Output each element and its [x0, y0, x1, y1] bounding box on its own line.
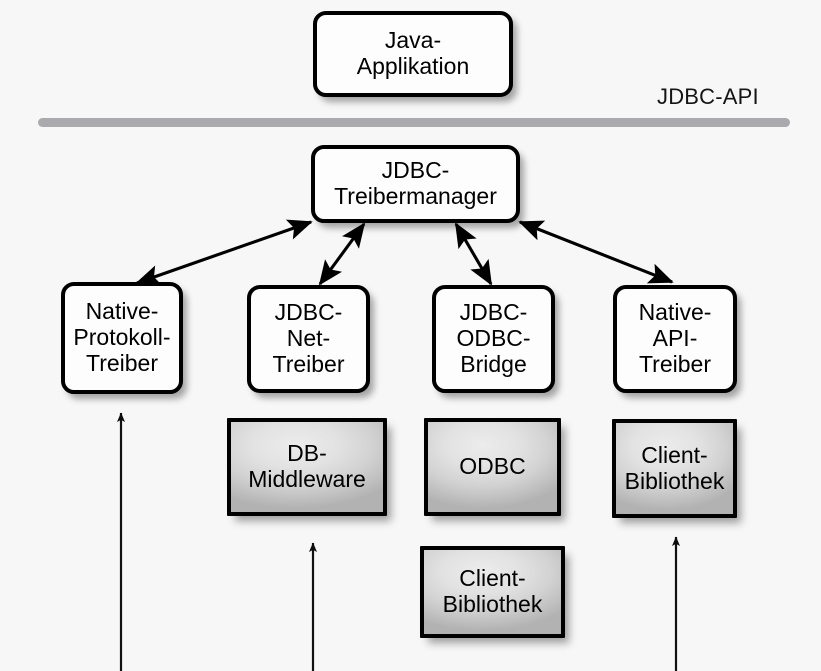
- node-odbc-label: ODBC: [459, 453, 526, 480]
- node-client-bibliothek-odbc-label: Client- Bibliothek: [442, 565, 543, 617]
- node-native-api-treiber[interactable]: Native- API- Treiber: [613, 285, 737, 393]
- node-client-bibliothek-native[interactable]: Client- Bibliothek: [612, 419, 737, 518]
- jdbc-api-label: JDBC-API: [657, 84, 759, 109]
- node-native-api-treiber-label: Native- API- Treiber: [638, 299, 712, 377]
- edge-manager-native-api: [518, 220, 674, 284]
- edge-manager-native-protokoll: [135, 219, 313, 286]
- node-jdbc-odbc-bridge[interactable]: JDBC- ODBC- Bridge: [432, 285, 555, 393]
- node-jdbc-net-treiber-label: JDBC- Net- Treiber: [272, 299, 345, 377]
- node-odbc[interactable]: ODBC: [424, 418, 561, 516]
- node-native-protokoll-treiber[interactable]: Native- Protokoll- Treiber: [61, 282, 183, 394]
- node-jdbc-net-treiber[interactable]: JDBC- Net- Treiber: [247, 285, 370, 393]
- node-java-applikation[interactable]: Java- Applikation: [313, 11, 513, 97]
- node-jdbc-treibermanager[interactable]: JDBC- Treibermanager: [311, 145, 520, 223]
- node-jdbc-odbc-bridge-label: JDBC- ODBC- Bridge: [456, 299, 531, 377]
- node-client-bibliothek-odbc[interactable]: Client- Bibliothek: [420, 546, 565, 638]
- node-java-applikation-label: Java- Applikation: [356, 27, 470, 79]
- node-db-middleware-label: DB- Middleware: [248, 440, 366, 492]
- node-jdbc-treibermanager-label: JDBC- Treibermanager: [334, 157, 497, 209]
- edge-manager-jdbc-net: [318, 222, 366, 286]
- edge-manager-jdbc-odbc-bridge: [454, 222, 493, 286]
- node-db-middleware[interactable]: DB- Middleware: [227, 418, 387, 516]
- node-native-protokoll-treiber-label: Native- Protokoll- Treiber: [73, 298, 171, 376]
- node-client-bibliothek-native-label: Client- Bibliothek: [624, 441, 725, 494]
- jdbc-api-divider-line: [38, 118, 790, 127]
